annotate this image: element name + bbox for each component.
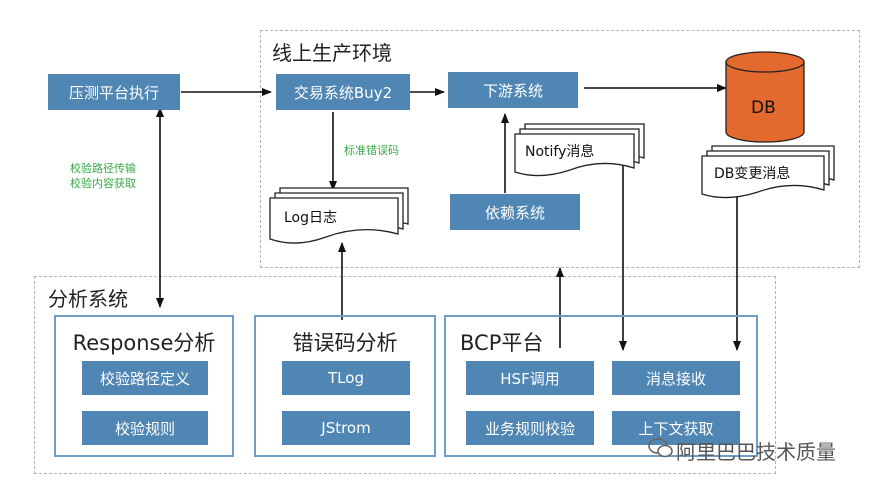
analysis-system-title: 分析系统 [48, 287, 128, 311]
tlog-button: TLog [282, 361, 410, 395]
production-environment-title: 线上生产环境 [272, 41, 392, 65]
bcp-platform-title: BCP平台 [460, 331, 544, 355]
standard-error-code-label: 标准错误码 [344, 144, 399, 157]
message-receive-button: 消息接收 [612, 361, 740, 395]
analysis-system-region [34, 276, 776, 474]
check-path-transfer-label: 校验路径传输 [70, 162, 136, 175]
notify-document-shape [514, 123, 645, 177]
wechat-icon [648, 438, 673, 458]
check-path-definition-button: 校验路径定义 [82, 361, 208, 395]
dependency-system-node: 依赖系统 [450, 194, 580, 230]
bcp-platform-panel: BCP平台 [444, 315, 758, 457]
response-analysis-panel: Response分析 [54, 315, 234, 457]
business-rule-check-button: 业务规则校验 [466, 411, 594, 445]
check-content-fetch-label: 校验内容获取 [70, 177, 136, 190]
log-document-label: Log日志 [284, 210, 338, 226]
trade-system-node: 交易系统Buy2 [276, 74, 410, 110]
context-fetch-button: 上下文获取 [612, 411, 740, 445]
check-rules-button: 校验规则 [82, 411, 208, 445]
db-change-document-label: DB变更消息 [714, 166, 791, 182]
notify-document-label: Notify消息 [525, 144, 595, 160]
log-document-shape [269, 187, 409, 244]
watermark-text: 阿里巴巴技术质量 [676, 440, 836, 464]
hsf-call-button: HSF调用 [466, 361, 594, 395]
db-change-document-shape [701, 145, 835, 199]
db-cylinder-shape [725, 51, 805, 143]
response-analysis-title: Response分析 [72, 331, 216, 355]
jstrom-button: JStrom [282, 411, 410, 445]
error-code-analysis-panel: 错误码分析 [254, 315, 436, 457]
db-label: DB [751, 98, 776, 118]
pressure-test-node: 压测平台执行 [48, 74, 180, 110]
downstream-system-node: 下游系统 [448, 72, 578, 108]
error-code-analysis-title: 错误码分析 [292, 331, 398, 355]
